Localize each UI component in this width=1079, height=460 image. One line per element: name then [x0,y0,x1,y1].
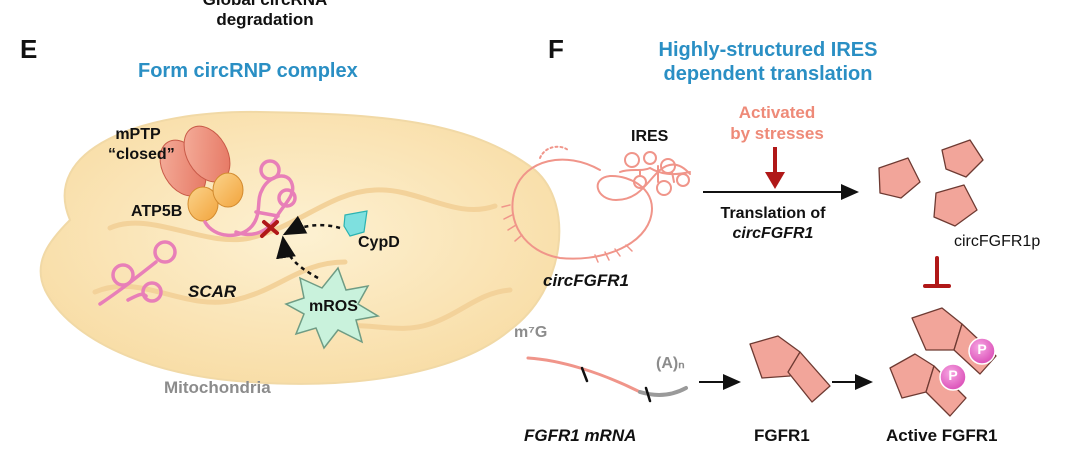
panel-f-title-line-2: dependent translation [663,63,873,85]
circfgfr1-rna-icon [501,145,691,263]
m7g-label: m⁷G [514,324,548,341]
circfgfr1p-label: circFGFR1p [954,233,1041,250]
caption-line-2: degradation [216,10,314,29]
mptp-line-2: “closed” [108,146,175,163]
ires-structure-icon [619,151,691,196]
inhibition-bar [923,256,951,288]
mros-label: mROS [309,298,358,315]
atp5b-label: ATP5B [131,203,183,220]
translation-line-1: Translation of [720,205,826,222]
fgfr1-mrna-icon [526,356,688,403]
mros-arrow [276,235,319,280]
phospho-label-1: P [977,341,987,357]
stress-arrow [765,147,785,189]
ires-label: IRES [631,128,669,145]
panel-f-title-line-1: Highly-structured IRES [658,39,878,61]
polya-label: (A)ₙ [656,355,685,372]
fgfr1-label: FGFR1 [754,426,810,445]
translation-label: Translation of circFGFR1 [703,204,843,244]
mptp-line-1: mPTP [115,126,161,143]
activated-line-1: Activated [738,103,816,122]
cypd-icon [343,210,368,237]
fgfr1-mrna-label: FGFR1 mRNA [524,426,637,445]
scar-circrna-icon [98,240,177,306]
circrna-atp5b-icon [203,159,297,237]
activated-label: Activated by stresses [718,102,836,144]
circfgfr1p-protein-icon [878,139,984,227]
inhibition-symbol [260,220,279,238]
panel-letter-e: E [20,34,38,64]
phospho-group-icon [939,337,996,391]
activated-line-2: by stresses [730,124,824,143]
scar-label: SCAR [188,282,237,301]
mptp-label: mPTP “closed” [108,125,175,165]
circfgfr1-label: circFGFR1 [543,271,629,290]
active-fgfr1-label: Active FGFR1 [886,426,998,445]
mitochondria-label: Mitochondria [164,378,271,397]
translation-line-2: circFGFR1 [732,225,814,242]
phospho-label-2: P [948,367,958,383]
panel-e-title: Form circRNP complex [138,60,358,82]
panel-f-title: Highly-structured IRES dependent transla… [648,38,888,86]
cypd-label: CypD [358,234,400,251]
mptp-complex-icon [159,125,244,222]
fgfr1-protein-icon [749,335,831,403]
mros-burst-icon [284,266,381,350]
caption-line-1: Global circRNA [190,0,340,10]
panel-letter-f: F [548,34,564,64]
caption-global-circrna: Global circRNA degradation [190,0,340,30]
